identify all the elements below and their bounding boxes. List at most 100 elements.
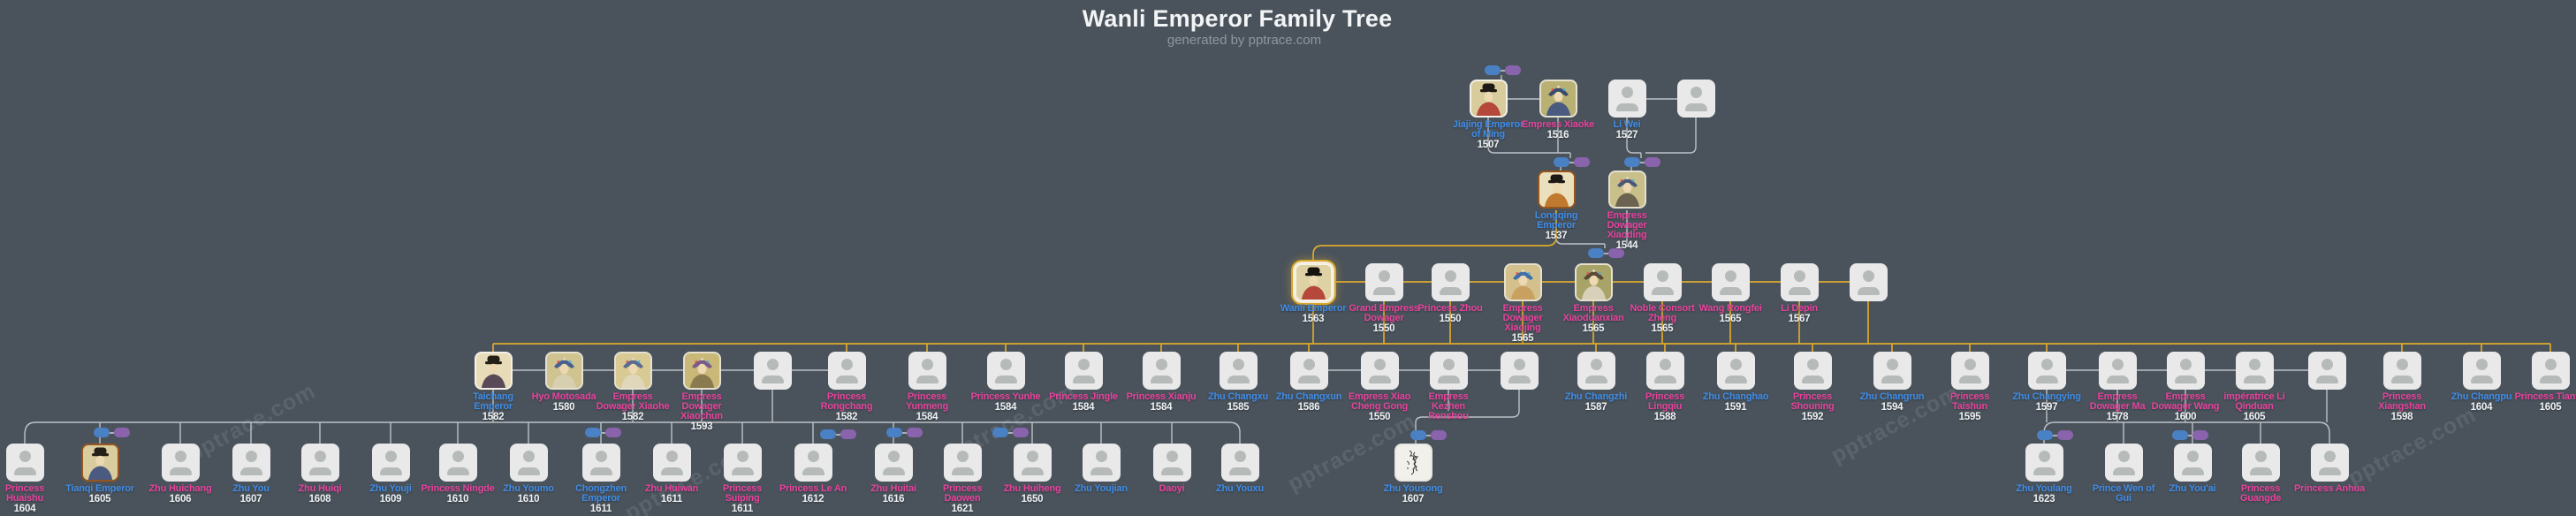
male-union-pill-icon: [992, 428, 1008, 437]
person-avatar-icon[interactable]: [581, 444, 620, 482]
union-marker[interactable]: [1485, 65, 1521, 75]
person-avatar-icon[interactable]: [1219, 352, 1258, 390]
person-avatar-icon[interactable]: [1607, 80, 1646, 118]
person-label: Empress Kezhen Renshou: [1411, 392, 1486, 421]
person-card[interactable]: [1607, 171, 1646, 209]
person-avatar-icon[interactable]: [5, 444, 44, 482]
person-avatar-icon[interactable]: [1142, 352, 1181, 390]
person-avatar-icon[interactable]: [1780, 263, 1819, 301]
union-marker[interactable]: [2172, 430, 2208, 440]
person-avatar-icon[interactable]: [794, 444, 832, 482]
person-avatar-icon[interactable]: [2241, 444, 2280, 482]
person-avatar-icon[interactable]: [1431, 263, 1470, 301]
union-marker[interactable]: [886, 428, 923, 437]
person-avatar-icon[interactable]: [1849, 263, 1888, 301]
person-avatar-icon[interactable]: [509, 444, 548, 482]
person-avatar-icon[interactable]: [1793, 352, 1832, 390]
person-avatar-icon[interactable]: [1220, 444, 1259, 482]
union-bar: [1501, 69, 1505, 72]
person-avatar-icon[interactable]: [753, 352, 792, 390]
person-avatar-icon[interactable]: [1013, 444, 1052, 482]
person-avatar-icon[interactable]: [1152, 444, 1191, 482]
person-avatar-icon[interactable]: [2235, 352, 2274, 390]
person-card[interactable]: [1574, 263, 1613, 301]
person-avatar-icon[interactable]: [723, 444, 762, 482]
female-union-pill-icon: [840, 429, 856, 439]
person-card[interactable]: [474, 352, 513, 390]
person-avatar-icon[interactable]: [1064, 352, 1103, 390]
person-avatar-icon[interactable]: [2166, 352, 2205, 390]
person-card[interactable]: [1503, 263, 1542, 301]
union-bar: [2188, 434, 2192, 436]
person-avatar-icon[interactable]: [232, 444, 270, 482]
person-avatar-icon[interactable]: [1873, 352, 1911, 390]
person-avatar-icon[interactable]: [2382, 352, 2421, 390]
person-card[interactable]: [1537, 171, 1576, 209]
person-avatar-icon[interactable]: [874, 444, 913, 482]
person-avatar-icon[interactable]: [2462, 352, 2501, 390]
person-avatar-icon[interactable]: [2310, 444, 2349, 482]
person-birth-year: 1595: [1958, 412, 1981, 422]
person-avatar-icon[interactable]: [2104, 444, 2143, 482]
person-birth-year: 1591: [1724, 402, 1747, 413]
person-avatar-icon[interactable]: [438, 444, 477, 482]
person-birth-year: 1584: [1072, 402, 1095, 413]
male-union-pill-icon: [2037, 430, 2053, 440]
union-marker[interactable]: [1554, 157, 1590, 167]
person-name: Zhu You'ai: [2169, 483, 2216, 494]
person-avatar-icon[interactable]: [986, 352, 1025, 390]
union-marker[interactable]: [1588, 248, 1624, 258]
person-avatar-icon[interactable]: [1289, 352, 1328, 390]
person-avatar-icon[interactable]: [1500, 352, 1539, 390]
person-birth-year: 1585: [1227, 402, 1250, 413]
person-name: Zhu Changxu: [1207, 391, 1269, 402]
person-avatar-icon[interactable]: [1082, 444, 1121, 482]
person-card[interactable]: [613, 352, 652, 390]
person-card[interactable]: [1539, 80, 1577, 118]
female-union-pill-icon: [1645, 157, 1660, 167]
person-avatar-icon[interactable]: [371, 444, 410, 482]
person-avatar-icon[interactable]: [1429, 352, 1468, 390]
person-avatar-icon[interactable]: [1716, 352, 1755, 390]
union-marker[interactable]: [820, 429, 856, 439]
person-avatar-icon[interactable]: [300, 444, 339, 482]
person-avatar-icon[interactable]: [2173, 444, 2212, 482]
person-name: Empress Dowager Xiaochun: [680, 391, 723, 421]
person-avatar-icon[interactable]: [1577, 352, 1615, 390]
person-avatar-icon[interactable]: [1360, 352, 1399, 390]
person-avatar-icon[interactable]: [1676, 80, 1715, 118]
union-marker[interactable]: [2037, 430, 2073, 440]
person-card[interactable]: [682, 352, 721, 390]
person-avatar-icon[interactable]: [2531, 352, 2570, 390]
person-avatar-icon[interactable]: [2307, 352, 2346, 390]
union-marker[interactable]: [585, 428, 621, 437]
person-avatar-icon[interactable]: [2098, 352, 2137, 390]
person-avatar-icon[interactable]: [161, 444, 200, 482]
person-avatar-icon[interactable]: [1711, 263, 1750, 301]
person-avatar-icon[interactable]: [827, 352, 866, 390]
person-name: Princess Ningde: [421, 483, 495, 494]
person-avatar-icon[interactable]: [2025, 444, 2063, 482]
person-avatar-icon[interactable]: [943, 444, 982, 482]
person-avatar-icon[interactable]: [908, 352, 946, 390]
person-card[interactable]: [80, 444, 119, 482]
person-card[interactable]: [1469, 80, 1508, 118]
person-avatar-icon[interactable]: [1950, 352, 1989, 390]
union-marker[interactable]: [992, 428, 1029, 437]
person-card[interactable]: [1294, 263, 1333, 301]
person-card[interactable]: [1394, 444, 1432, 482]
person-avatar-icon[interactable]: [652, 444, 691, 482]
person-avatar-icon[interactable]: [1645, 352, 1684, 390]
union-marker[interactable]: [1410, 430, 1447, 440]
person-card[interactable]: [544, 352, 583, 390]
union-marker[interactable]: [94, 428, 130, 437]
union-marker[interactable]: [1624, 157, 1660, 167]
person-avatar-icon[interactable]: [2027, 352, 2066, 390]
person-avatar-icon[interactable]: [1364, 263, 1403, 301]
person-avatar-icon[interactable]: [1643, 263, 1682, 301]
